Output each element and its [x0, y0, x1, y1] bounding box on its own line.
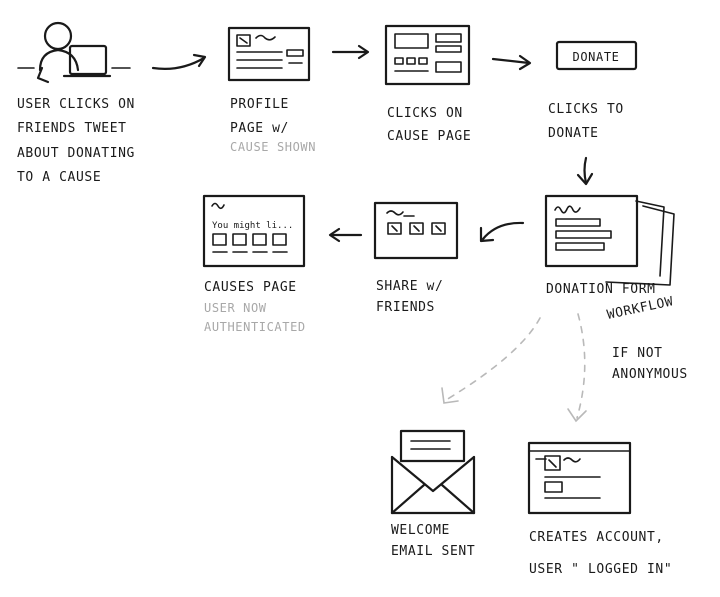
causes-label: CAUSES PAGE: [204, 280, 297, 295]
arrow-cause-to-donate: [491, 54, 532, 71]
account-label-line-2: USER " LOGGED IN": [529, 562, 672, 577]
donate-button-label: DONATE: [573, 50, 620, 64]
email-label-line-1: WELCOME: [391, 523, 450, 538]
arrow-form-to-share: [479, 221, 525, 243]
user-label-line-4: TO A CAUSE: [17, 170, 101, 185]
form-note: WORKFLOW: [606, 294, 675, 323]
share-label-line-2: FRIENDS: [376, 300, 435, 315]
dashed-arrow-to-email: [441, 317, 541, 404]
account-label-line-1: CREATES ACCOUNT,: [529, 530, 664, 545]
cause-label-line-1: CLICKS ON: [387, 106, 463, 121]
arrow-profile-to-cause: [331, 44, 370, 60]
causes-note-line-1: USER NOW: [204, 301, 267, 315]
donate-label-line-2: DONATE: [548, 126, 599, 141]
user-label-line-1: USER CLICKS ON: [17, 97, 135, 112]
dashed-arrow-to-account: [567, 313, 587, 423]
condition-label-line-1: IF NOT: [612, 346, 663, 361]
cause-page-wireframe: [384, 24, 471, 86]
donation-form-wireframe: [544, 194, 675, 286]
profile-label-line-2: PAGE w/: [230, 121, 289, 136]
profile-label-line-1: PROFILE: [230, 97, 289, 112]
arrow-share-to-causes: [328, 227, 363, 243]
donate-button-sketch: [555, 40, 638, 71]
arrow-donate-to-form: [576, 156, 594, 186]
user-label-line-3: ABOUT DONATING: [17, 146, 135, 161]
user-at-laptop-icon: [17, 21, 131, 84]
causes-note-line-2: AUTHENTICATED: [204, 320, 306, 334]
envelope-icon: [390, 429, 476, 515]
cause-label-line-2: CAUSE PAGE: [387, 129, 471, 144]
causes-page-wireframe: [202, 194, 306, 268]
share-page-wireframe: [373, 201, 459, 260]
arrow-user-to-profile: [151, 53, 207, 70]
user-label-line-2: FRIENDS TWEET: [17, 121, 127, 136]
profile-note: CAUSE SHOWN: [230, 140, 316, 154]
form-label: DONATION FORM: [546, 282, 656, 297]
profile-page-wireframe: [227, 26, 311, 82]
share-label-line-1: SHARE w/: [376, 279, 443, 294]
causes-screen-text: You might li...: [212, 221, 293, 231]
donate-label-line-1: CLICKS TO: [548, 102, 624, 117]
account-page-wireframe: [527, 441, 632, 515]
condition-label-line-2: ANONYMOUS: [612, 367, 688, 382]
email-label-line-2: EMAIL SENT: [391, 544, 475, 559]
